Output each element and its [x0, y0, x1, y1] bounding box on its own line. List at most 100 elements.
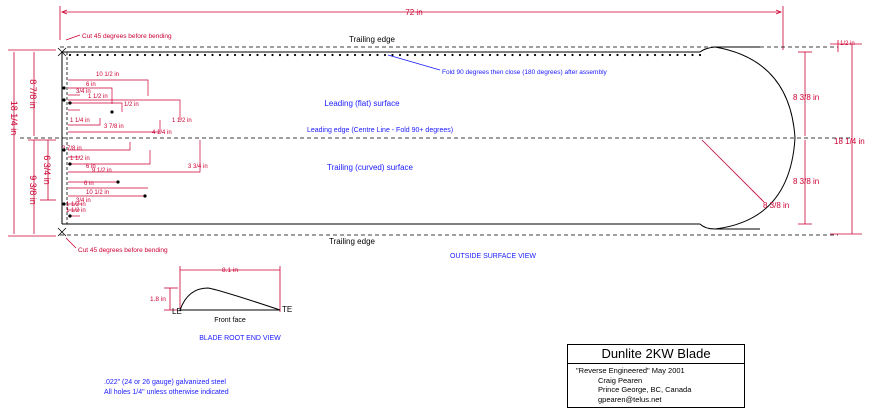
- trailing-edge-hole: [136, 53, 139, 57]
- top-hole-dim-label-0: 10 1/2 in: [96, 72, 119, 78]
- trailing-edge-hole: [151, 53, 154, 57]
- trailing-edge-hole: [361, 53, 364, 57]
- title-block-author: Craig Pearen: [598, 376, 643, 385]
- trailing-edge-hole: [376, 53, 379, 57]
- trailing-edge-hole: [241, 53, 244, 57]
- trailing-edge-hole: [83, 53, 87, 57]
- outside-view-label: OUTSIDE SURFACE VIEW: [450, 253, 536, 260]
- trailing-edge-hole: [661, 53, 664, 57]
- overall-length-dimension: [59, 6, 784, 50]
- top-hole-dim-label-3: 1 1/2 in: [88, 94, 108, 100]
- trailing-edge-hole: [398, 53, 402, 57]
- trailing-edge-hole: [421, 53, 424, 57]
- root-front-face-label: Front face: [214, 317, 246, 324]
- fold-note-leader: [387, 54, 441, 71]
- radius-arc-leader: [701, 139, 765, 203]
- top-hole-dim-label-5: 3 7/8 in: [104, 124, 124, 130]
- bottom-hole-dim-label-4: 6 in: [84, 181, 94, 187]
- leading-surface-label: Leading (flat) surface: [324, 99, 400, 108]
- trailing-edge-hole: [488, 53, 492, 57]
- root-height-label: 1.8 in: [150, 296, 166, 303]
- trailing-edge-hole: [331, 53, 334, 57]
- trailing-edge-hole: [458, 53, 462, 57]
- trailing-edge-hole: [563, 53, 567, 57]
- trailing-edge-hole: [436, 53, 439, 57]
- top-hole-dim-label-6: 4 1/4 in: [152, 130, 172, 136]
- trailing-edge-hole: [256, 53, 259, 57]
- right-radius-bottom-label: 8 3/8 in: [793, 177, 819, 186]
- trailing-edge-hole: [76, 53, 79, 57]
- trailing-edge-hole: [623, 53, 627, 57]
- trailing-edge-hole: [608, 53, 612, 57]
- trailing-edge-hole: [556, 53, 559, 57]
- cut-bottom-leader: [65, 237, 77, 249]
- trailing-edge-hole: [91, 53, 94, 57]
- trailing-edge-hole: [616, 53, 619, 57]
- title-block: Dunlite 2KW Blade "Reverse Engineered" M…: [567, 344, 745, 408]
- trailing-edge-hole: [368, 53, 372, 57]
- left-lower-b-label: 9 3/8 in: [28, 175, 38, 205]
- right-dimensions: [798, 40, 862, 235]
- fold-note-label: Fold 90 degrees then close (180 degrees)…: [442, 69, 608, 76]
- left-lower-a-label: 6 3/4 in: [42, 155, 52, 185]
- bottom-hole-dim-label-7: 1 1/2 in: [66, 202, 86, 208]
- centre-line-label: Leading edge (Centre Line - Fold 90+ deg…: [307, 127, 453, 134]
- trailing-edge-hole: [511, 53, 514, 57]
- title-block-location: Prince George, BC, Canada: [598, 385, 692, 394]
- trailing-edge-hole: [278, 53, 282, 57]
- trailing-edge-hole: [698, 53, 702, 57]
- trailing-edge-hole: [646, 53, 649, 57]
- root-te-label: TE: [282, 305, 292, 314]
- trailing-edge-hole: [428, 53, 432, 57]
- bottom-hole-dim-label-1: 1 1/2 in: [70, 156, 90, 162]
- trailing-edge-hole: [451, 53, 454, 57]
- trailing-edge-hole: [271, 53, 274, 57]
- trailing-edge-hole: [683, 53, 687, 57]
- trailing-edge-hole: [173, 53, 177, 57]
- trailing-edge-hole: [338, 53, 342, 57]
- trailing-edge-hole: [518, 53, 522, 57]
- trailing-edge-hole: [196, 53, 199, 57]
- trailing-edge-hole: [286, 53, 289, 57]
- left-top-half-label: 8 7/8 in: [28, 79, 38, 109]
- trailing-edge-hole: [653, 53, 657, 57]
- top-hole-dim-label-8: 1/2 in: [124, 102, 139, 108]
- trailing-edge-hole: [226, 53, 229, 57]
- trailing-edge-hole: [181, 53, 184, 57]
- top-hole-dim-label-2: 3/4 in: [76, 89, 91, 95]
- title-block-line1: "Reverse Engineered" May 2001: [576, 366, 685, 375]
- top-hole-dimension-labels: 10 1/2 in6 in3/4 in1 1/2 in 1 1/4 in 3 7/8…: [70, 72, 192, 136]
- trailing-edge-top-label: Trailing edge: [349, 35, 396, 44]
- trailing-edge-hole: [668, 53, 672, 57]
- title-block-email: gpearen@telus.net: [598, 395, 662, 404]
- trailing-edge-hole: [353, 53, 357, 57]
- trailing-edge-bottom-label: Trailing edge: [329, 237, 376, 246]
- trailing-edge-hole: [316, 53, 319, 57]
- right-radius-top-label: 8 3/8 in: [793, 93, 819, 102]
- top-hole-dim-label-1: 6 in: [86, 82, 96, 88]
- trailing-edge-hole: [263, 53, 267, 57]
- top-hole-dim-label-4: 1 1/4 in: [70, 118, 90, 124]
- cut-top-leader: [65, 34, 81, 41]
- trailing-edge-hole: [413, 53, 417, 57]
- cut-corner-marks: [57, 47, 67, 237]
- trailing-edge-hole: [346, 53, 349, 57]
- bottom-hole-dim-label-3: 9 1/2 in: [92, 168, 112, 174]
- root-end-view: [164, 266, 281, 312]
- trailing-edge-hole: [631, 53, 634, 57]
- trailing-edge-hole: [188, 53, 192, 57]
- trailing-edge-hole: [638, 53, 642, 57]
- trailing-edge-hole: [691, 53, 694, 57]
- cut-bottom-label: Cut 45 degrees before bending: [78, 247, 168, 254]
- trailing-edge-hole: [158, 53, 162, 57]
- root-view-caption: BLADE ROOT END VIEW: [199, 335, 281, 342]
- trailing-edge-hole: [593, 53, 597, 57]
- material-note: .022" (24 or 26 gauge) galvanized steel: [104, 379, 226, 386]
- trailing-edge-hole: [308, 53, 312, 57]
- trailing-edge-hole: [323, 53, 327, 57]
- trailing-edge-hole: [233, 53, 237, 57]
- bottom-hole-dim-label-5: 10 1/2 in: [86, 190, 109, 196]
- trailing-edge-hole: [106, 53, 109, 57]
